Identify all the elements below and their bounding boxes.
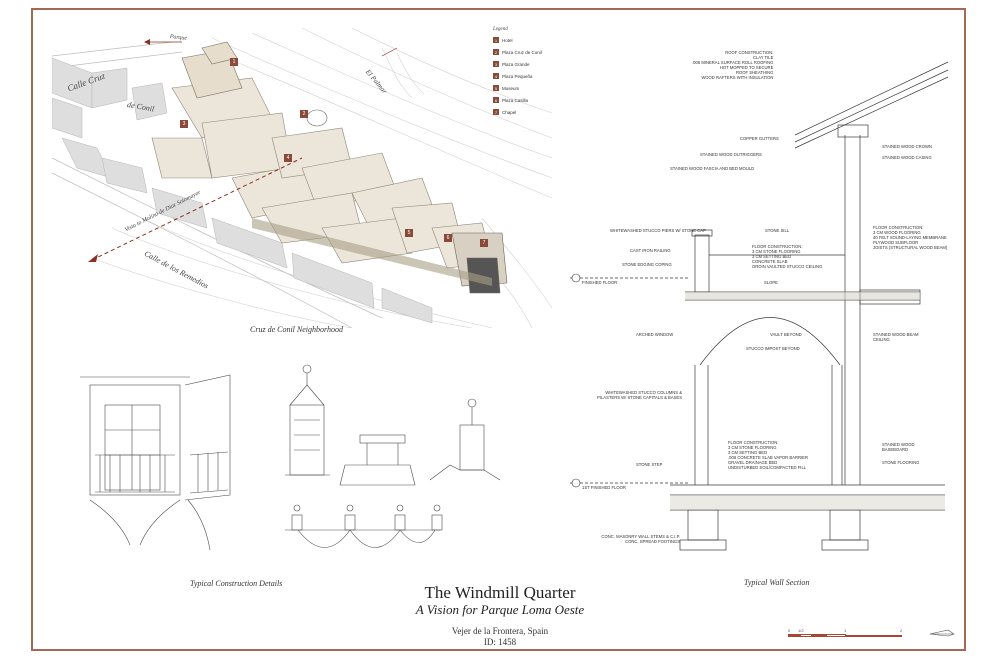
scale-label: 1 [844,628,847,633]
construction-details: Typical Construction Details [80,355,500,588]
site-map-drawing [52,28,553,328]
scale-label: 0 [788,628,791,633]
project-location: Vejer de la Frontera, Spain [451,626,549,636]
stone-sill-note: Stone sill [765,228,790,233]
legend-label: Plaza Casilla [502,97,529,103]
legend-swatch: 1 [493,37,499,43]
map-marker-7: 7 [480,239,488,247]
floor1-note: Floor construction: 3 cm stone flooring … [728,440,808,470]
wall-section: Roof construction: Clay tile .006 minera… [570,40,955,587]
site-map: Calle Cruz de Conil Calle de los Remedio… [52,28,556,334]
level2-label: Finished floor [582,280,618,285]
baseboard-note: Stained wood baseboard [882,442,915,452]
map-marker-6: 6 [444,234,452,242]
scale-label: 1/2 [798,628,804,633]
arch-note: Arched window [636,332,674,337]
footings-note: Conc. masonry wall stems & C.I.P. conc. … [601,534,680,544]
floor-right-note: Floor construction: 3 cm wood flooring 4… [873,225,948,250]
outriggers-note: Stained wood outriggers [700,152,762,157]
stone-coping-note: Stone edging coping [622,262,672,267]
stone-flooring-note: Stone flooring [882,460,920,465]
north-arrow-icon [929,629,955,637]
legend-swatch: 5 [493,85,499,91]
legend-label: Plaza Grande [502,61,530,67]
scale-segment [788,634,800,637]
map-marker-4: 4 [284,154,292,162]
project-title: The Windmill Quarter [424,583,576,602]
drawing-sheet [31,8,966,651]
wall-section-drawing [570,61,949,551]
columns-note: Whitewashed stucco columns & pilasters w… [596,390,682,400]
legend-label: Plaza Pequeña [502,73,533,79]
map-marker-1: 1 [230,58,238,66]
impost-note: Stucco impost beyond [746,346,800,351]
map-caption: Cruz de Conil Neighborhood [250,325,343,334]
legend-label: Museum [502,85,520,91]
casing-note: Stained wood casing [882,155,932,160]
railing-note: Cast iron railing [630,248,671,253]
construction-details-drawing [80,364,500,551]
legend-label: Plaza Cruz de Conil [502,49,542,55]
gutters-note: Copper gutters [740,136,779,141]
legend-swatch: 3 [493,61,499,67]
details-caption: Typical Construction Details [190,579,283,588]
map-marker-5: 5 [405,229,413,237]
legend-swatch: 6 [493,97,499,103]
vault-note: Vault beyond [770,332,802,337]
scale-segment [826,634,846,637]
stucco-cap-note: Whitewashed stucco piers w/ stone cap [610,228,706,233]
stone-step-note: Stone step [636,462,663,467]
level1-label: 1st finished floor [582,485,626,490]
project-subtitle: A Vision for Parque Loma Oeste [415,602,585,617]
scale-segment [800,634,812,637]
beam-ceiling-note: Stained wood beam ceiling [873,332,919,342]
map-marker-3: 3 [180,120,188,128]
legend-label: Hotel [502,37,513,43]
slope-note: Slope [764,280,778,285]
fascia-note: Stained wood fascia and bed mould [670,166,755,171]
scale-bar: 0 1/2 1 2 [788,628,908,642]
title-block: The Windmill Quarter A Vision for Parque… [380,584,620,648]
roof-note: Roof construction: Clay tile .006 minera… [692,50,774,80]
section-caption: Typical Wall Section [744,578,810,587]
legend-label: Chapel [502,109,517,115]
legend-swatch: 7 [493,109,499,115]
project-id: ID: 1458 [483,637,517,647]
legend-swatch: 4 [493,73,499,79]
legend-swatch: 2 [493,49,499,55]
scale-segment [812,634,826,637]
legend-title: Legend [493,27,508,32]
crown-note: Stained wood crown [882,144,932,149]
scale-segment [846,635,902,637]
scale-label: 2 [900,628,903,633]
map-marker-2: 2 [300,110,308,118]
floor2-note: Floor construction: 3 cm stone flooring … [752,244,823,269]
